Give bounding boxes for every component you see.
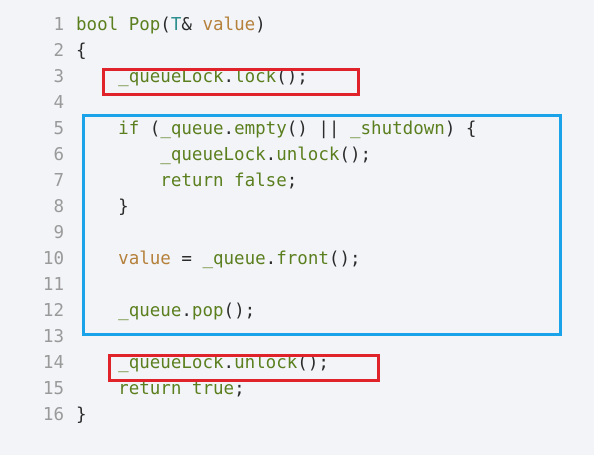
code-line: 6 _queueLock.unlock(); [0, 142, 594, 168]
code-token: ( [160, 15, 171, 35]
code-token: & [181, 15, 203, 35]
code-token: _queueLock [118, 353, 224, 373]
code-token: _shutdown [349, 119, 445, 139]
code-token: T [170, 15, 182, 35]
line-number: 16 [42, 405, 64, 425]
code-token: _queue [202, 249, 266, 269]
code-text: _queue.pop(); [76, 298, 255, 324]
code-token: if [118, 119, 140, 139]
line-number: 9 [53, 223, 64, 243]
code-token: empty [234, 119, 287, 139]
code-line: 7 return false; [0, 168, 594, 194]
code-line: 5 if (_queue.empty() || _shutdown) { [0, 116, 594, 142]
code-text: } [76, 402, 87, 428]
code-token: ( [139, 119, 161, 139]
code-token: = [170, 249, 203, 269]
code-token: (); [328, 249, 361, 269]
code-token: Pop [128, 15, 161, 35]
line-number: 14 [42, 353, 64, 373]
code-token: (); [276, 67, 308, 87]
code-token [76, 379, 118, 399]
code-text: value = _queue.front(); [76, 246, 361, 272]
code-token: (); [223, 301, 256, 321]
code-text: _queueLock.lock(); [76, 64, 308, 90]
code-token: . [265, 249, 277, 269]
code-line: 13 [0, 324, 594, 350]
code-token: } [76, 197, 129, 217]
code-token: { [76, 41, 87, 61]
code-token: } [76, 405, 87, 425]
code-token: return true [118, 379, 235, 399]
code-token: lock [234, 67, 277, 87]
code-token: . [265, 145, 277, 165]
code-token: front [276, 249, 329, 269]
code-token [76, 249, 118, 269]
code-text: return true; [76, 376, 245, 402]
code-token: ) [255, 15, 266, 35]
code-token: () || [286, 119, 350, 139]
code-line: 3 _queueLock.lock(); [0, 64, 594, 90]
code-token: bool [76, 15, 129, 35]
code-text: _queueLock.unlock(); [76, 350, 329, 376]
code-token [76, 67, 118, 87]
code-token: _queueLock [160, 145, 266, 165]
code-line: 11 [0, 272, 594, 298]
line-number: 1 [53, 15, 64, 35]
code-text: bool Pop(T& value) [76, 12, 266, 38]
code-line: 4 [0, 90, 594, 116]
code-line: 9 [0, 220, 594, 246]
code-token: unlock [234, 353, 298, 373]
code-line: 16} [0, 402, 594, 428]
code-text: return false; [76, 168, 297, 194]
code-token [76, 145, 160, 165]
code-line: 1 bool Pop(T& value) [0, 12, 594, 38]
line-number: 12 [42, 301, 64, 321]
line-number: 8 [53, 197, 64, 217]
code-token: _queue [118, 301, 182, 321]
line-number: 13 [42, 327, 64, 347]
code-token: _queue [160, 119, 224, 139]
code-token: return false [160, 171, 287, 191]
code-line: 8 } [0, 194, 594, 220]
code-token [76, 119, 118, 139]
code-token: . [181, 301, 192, 321]
code-token [76, 171, 160, 191]
line-number: 5 [53, 119, 64, 139]
code-text: if (_queue.empty() || _shutdown) { [76, 116, 476, 142]
code-token: _queueLock [118, 67, 224, 87]
code-text: _queueLock.unlock(); [76, 142, 371, 168]
line-number: 6 [53, 145, 64, 165]
code-token: pop [191, 301, 224, 321]
line-number: 2 [53, 41, 64, 61]
code-token: unlock [276, 145, 340, 165]
code-token: ) { [444, 119, 477, 139]
code-line: 12 _queue.pop(); [0, 298, 594, 324]
code-token: . [223, 353, 235, 373]
code-line: 14 _queueLock.unlock(); [0, 350, 594, 376]
line-number: 3 [53, 67, 64, 87]
code-token: ; [286, 171, 298, 191]
code-token: value [118, 249, 171, 269]
code-token [76, 353, 118, 373]
code-line: 15 return true; [0, 376, 594, 402]
line-number: 15 [42, 379, 64, 399]
line-number: 10 [42, 249, 64, 269]
code-token: (); [339, 145, 372, 165]
line-number: 7 [53, 171, 64, 191]
code-line: 10 value = _queue.front(); [0, 246, 594, 272]
code-token [76, 301, 118, 321]
code-token: . [223, 119, 235, 139]
code-token: ; [234, 379, 245, 399]
code-text: } [76, 194, 129, 220]
code-token: (); [297, 353, 329, 373]
code-line: 2{ [0, 38, 594, 64]
code-text: { [76, 38, 87, 64]
line-number: 11 [42, 275, 64, 295]
line-number: 4 [53, 93, 64, 113]
code-token: value [202, 15, 256, 35]
code-token: . [223, 67, 235, 87]
